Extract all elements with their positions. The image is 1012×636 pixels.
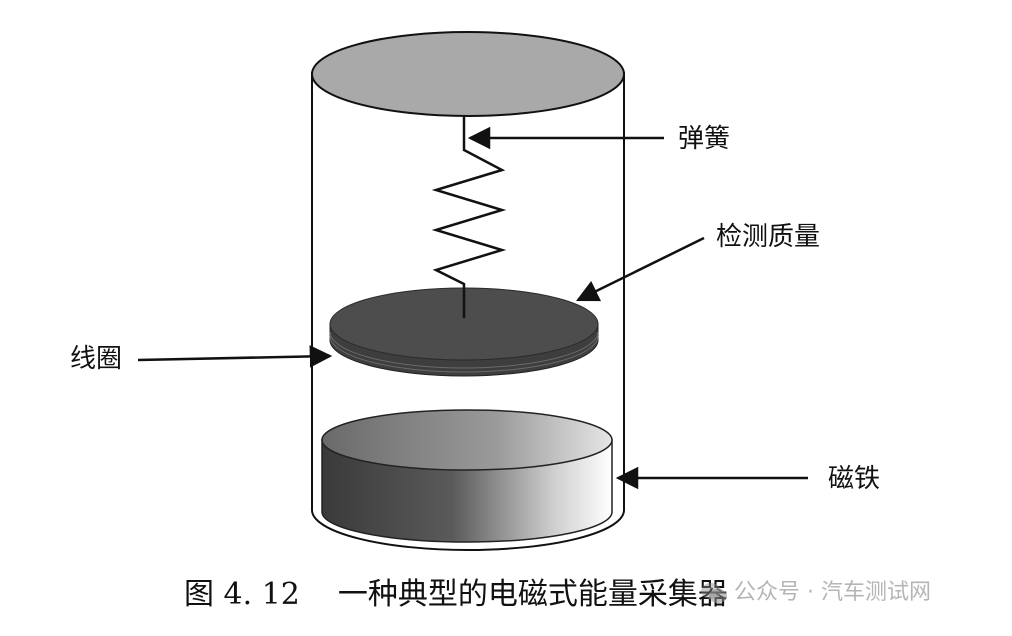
coil-winding-line	[329, 335, 599, 373]
spring-label: 弹簧	[678, 124, 731, 154]
figure-title: 一种典型的电磁式能量采集器	[337, 577, 728, 612]
magnet-top	[321, 409, 613, 471]
magnet	[321, 409, 613, 543]
figure-caption: 图 4. 12 一种典型的电磁式能量采集器	[184, 580, 728, 610]
coil-winding-line	[329, 331, 599, 369]
coil-arrow	[137, 345, 333, 368]
wechat-icon	[700, 582, 728, 604]
spring-coil	[431, 116, 507, 318]
cylinder-top	[311, 31, 625, 117]
watermark-text: 公众号 · 汽车测试网	[734, 580, 931, 605]
cylinder	[311, 31, 625, 551]
magnet-label: 磁铁	[828, 464, 881, 494]
coil-label: 线圈	[70, 344, 123, 374]
figure-number: 图 4. 12	[184, 577, 300, 612]
cylinder-bottom-arc	[311, 509, 625, 551]
proof-mass-label: 检测质量	[716, 222, 821, 252]
watermark: 公众号 · 汽车测试网	[700, 582, 931, 604]
spring	[431, 116, 507, 318]
proof-mass-arrow	[575, 236, 705, 302]
coil-proof-mass	[329, 287, 599, 377]
